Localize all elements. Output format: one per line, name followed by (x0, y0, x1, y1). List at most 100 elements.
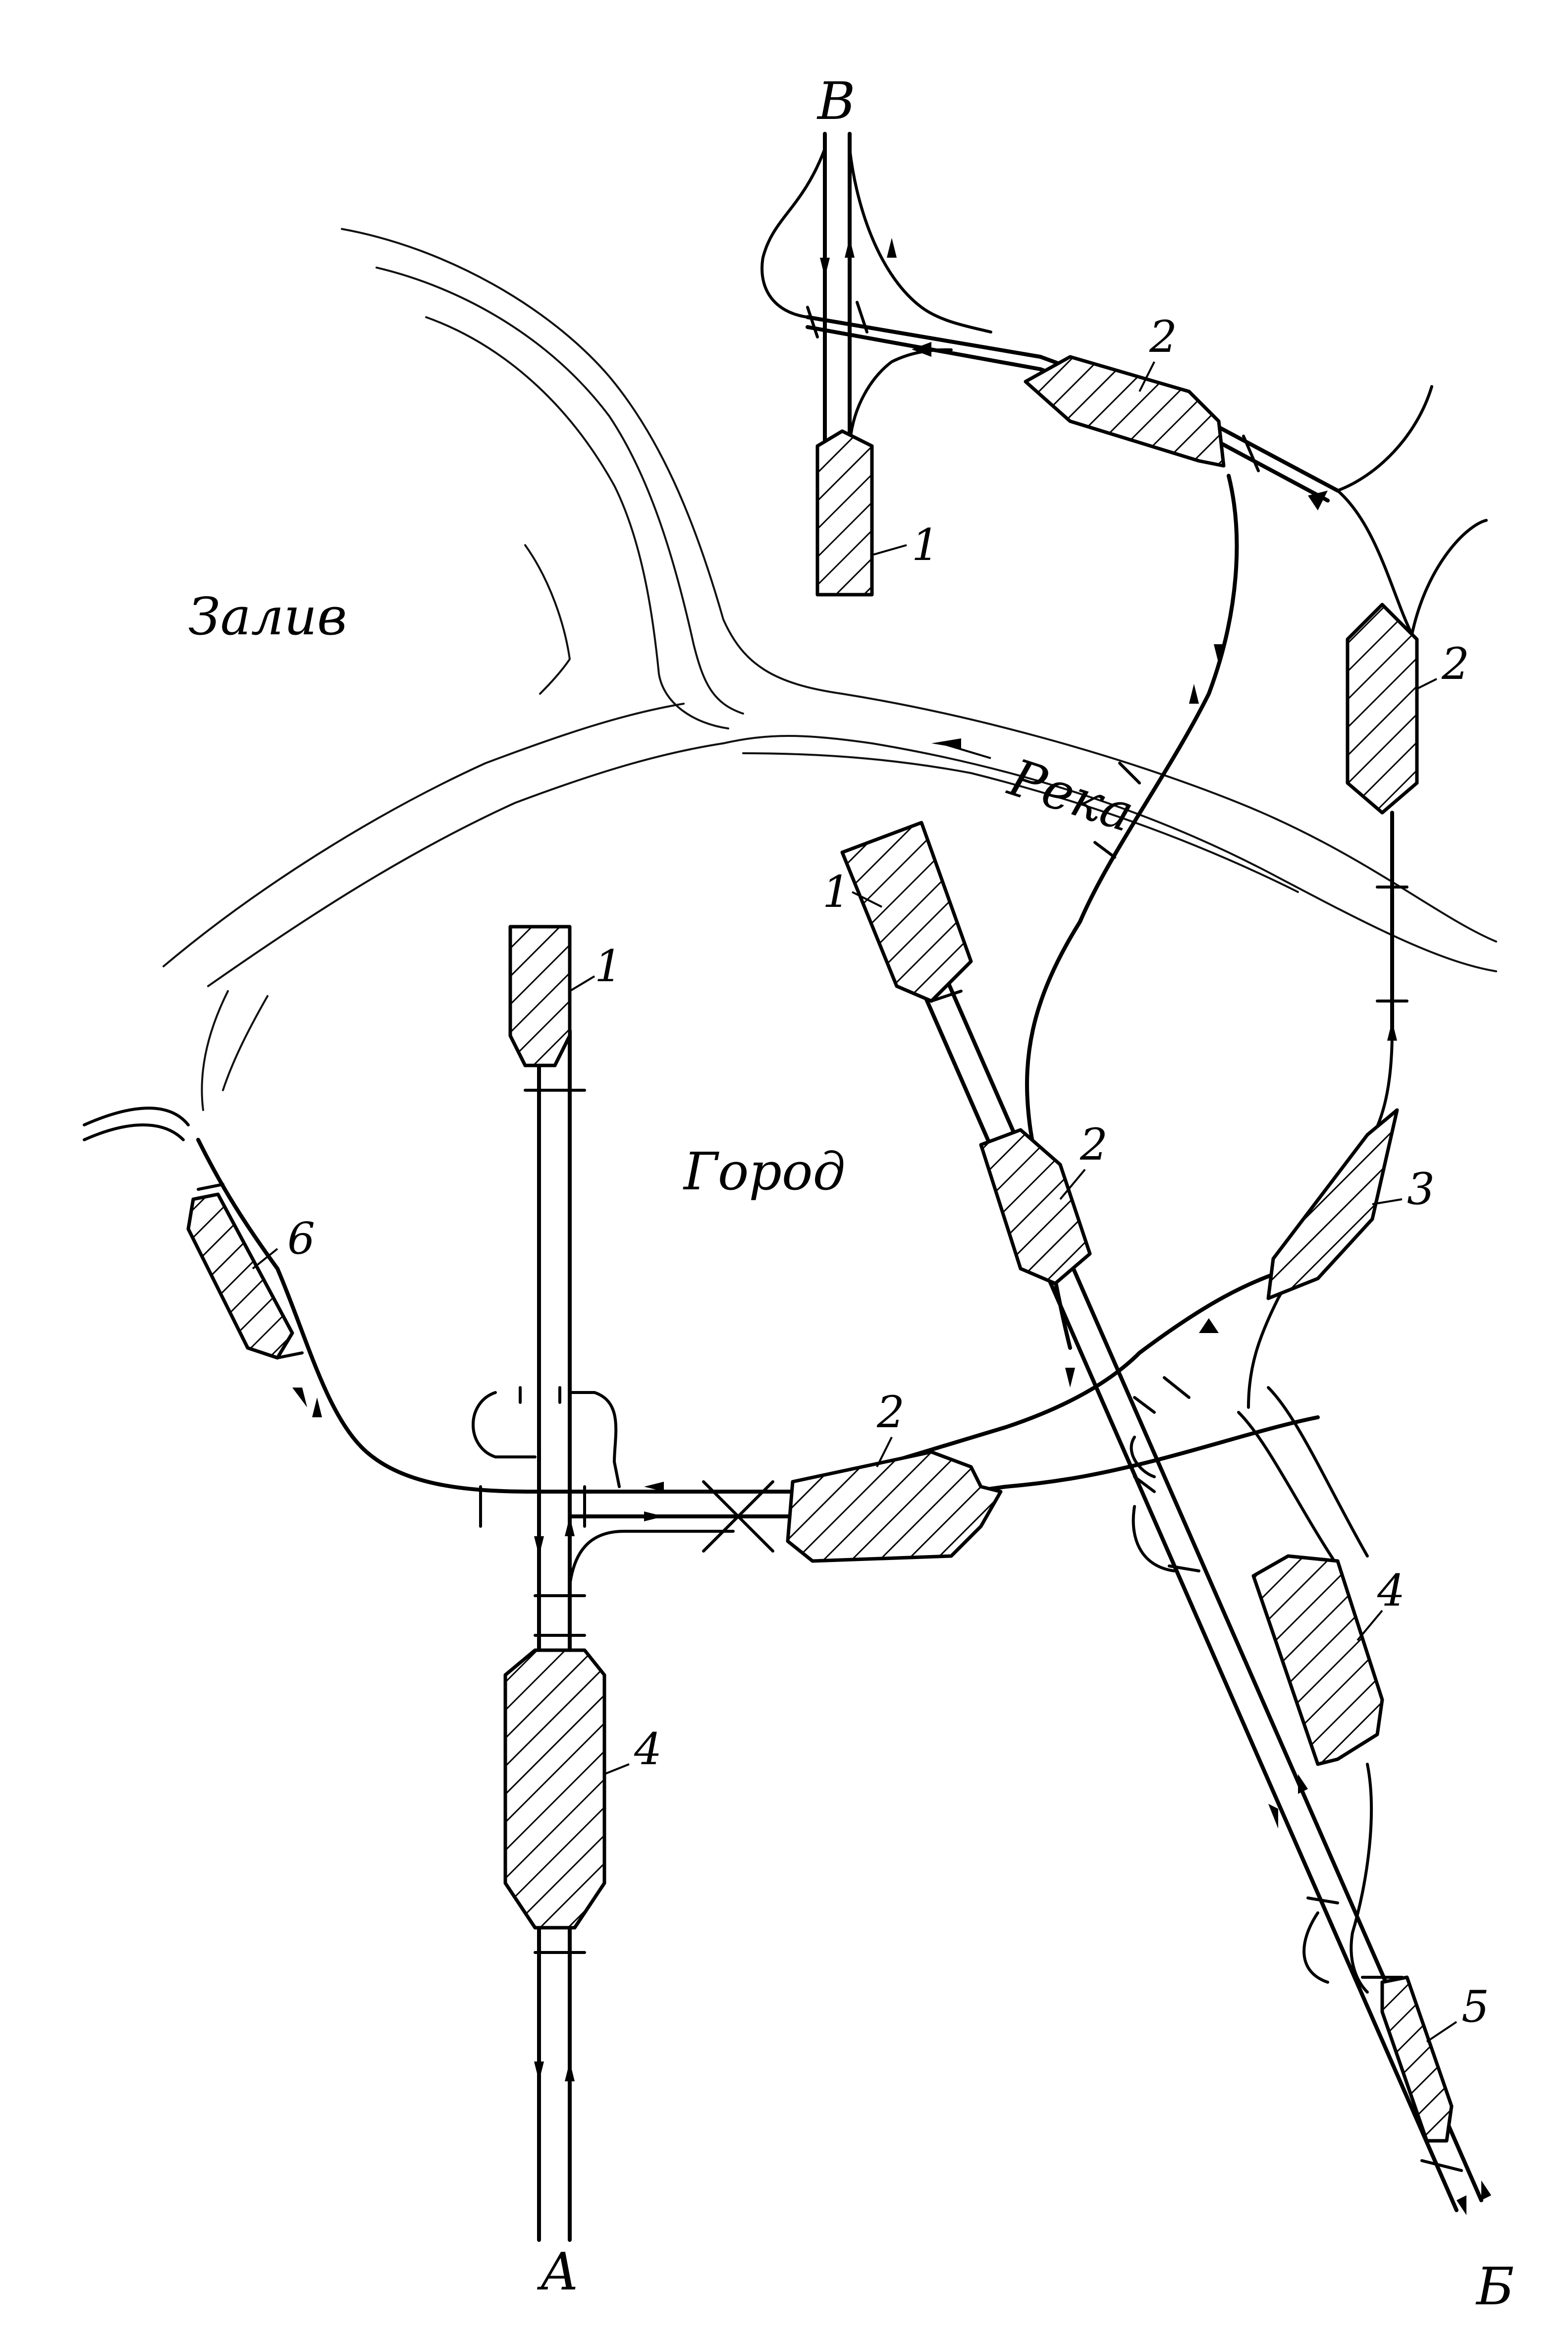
station-label-2-north-right: 2 (1441, 638, 1469, 689)
endpoint-v: В (816, 71, 855, 131)
tick (276, 1351, 304, 1359)
city-crossing-upper (533, 1262, 1310, 1494)
station-label-3: 3 (1407, 1164, 1435, 1215)
station-label-2-diagonal: 2 (1080, 1119, 1108, 1170)
endpoint-b: Б (1475, 2256, 1514, 2317)
tick (197, 1183, 224, 1191)
rail-lines (83, 132, 1488, 2242)
east-loop-s5 (1302, 1911, 1329, 1984)
arrow-left-icon (912, 342, 931, 357)
bay-shore-top (341, 228, 1497, 943)
west-loop (196, 1138, 537, 1494)
station-1-north (815, 429, 874, 597)
east-short-loop (1132, 1505, 1176, 1572)
station-label-6: 6 (287, 1213, 315, 1264)
bay-shore-lower (162, 703, 685, 967)
station-label-4-right: 4 (1377, 1565, 1405, 1616)
arrow-up-icon (1298, 1774, 1308, 1794)
diagonal-main-right (885, 840, 1483, 2202)
endpoint-a: А (537, 2241, 579, 2302)
arrow-up-icon (1387, 1021, 1397, 1041)
station-label-1-diagonal: 1 (822, 866, 850, 917)
label-city: Город (683, 1141, 846, 1202)
leader (876, 1437, 893, 1467)
station-label-2-north-left: 2 (1149, 311, 1177, 362)
diagonal-main-left (860, 850, 1459, 2212)
bay-west-shore-2 (222, 995, 269, 1091)
tick (1306, 1896, 1339, 1904)
leader (1426, 2021, 1458, 2043)
east-short-loop-2 (1130, 1436, 1156, 1478)
arrow-up-icon (1481, 2180, 1491, 2200)
bay-west-shore (201, 990, 229, 1111)
east-junction-1 (1247, 1158, 1359, 1409)
station-4-right (1251, 1554, 1384, 1766)
city-loop-south (568, 1530, 735, 1587)
tick (1168, 1564, 1200, 1572)
arrow-up-icon (565, 2062, 575, 2081)
bay-inlet (524, 544, 571, 695)
arrow-down-icon (820, 258, 830, 278)
tick (1163, 1376, 1190, 1399)
east-branch (1336, 489, 1413, 636)
east-hook-2 (1410, 519, 1488, 636)
station-2-center (786, 1450, 1003, 1563)
river-south-bank-2 (742, 752, 1299, 893)
station-label-4-center: 4 (634, 1724, 662, 1775)
city-crossing-lower (568, 1415, 1320, 1518)
river-and-bay (162, 228, 1497, 1111)
arrow-down-icon (534, 2062, 544, 2081)
tick (806, 306, 819, 338)
river-flow-arrow-line (941, 742, 991, 759)
leader (252, 1248, 278, 1270)
label-leaders (252, 361, 1458, 2043)
station-2-diagonal (979, 1128, 1092, 1285)
direction-arrows (292, 238, 1491, 2215)
tick (1133, 1396, 1156, 1414)
arrow-left-icon (644, 1482, 664, 1492)
city-loop-north (472, 1391, 537, 1458)
east-hook (1336, 385, 1433, 492)
leader (1372, 1198, 1403, 1205)
station-2-north-left (1024, 355, 1226, 468)
arrow-down-icon (1268, 1804, 1278, 1829)
arrow-up-icon (312, 1397, 322, 1417)
station-label-1-north: 1 (912, 519, 939, 570)
arrow-down-icon (534, 1536, 544, 1556)
bay-shore-inner (425, 316, 729, 729)
tick (1420, 2159, 1463, 2172)
west-approach-2 (83, 1123, 185, 1141)
arrow-right-icon (1308, 491, 1328, 510)
track-ticks (197, 301, 1463, 2172)
tick (1118, 762, 1141, 784)
bay-shore-top-2 (376, 267, 744, 715)
tick (1242, 435, 1260, 472)
station-4-center (503, 1648, 606, 1930)
leader (1416, 678, 1437, 690)
leader (852, 891, 882, 908)
station-labels: 1 2 2 1 1 2 3 6 2 4 4 5 (287, 311, 1489, 2032)
arrow-up-icon (887, 238, 897, 258)
east-junction-3 (1237, 1411, 1339, 1567)
north-spur-to-s1 (848, 348, 953, 447)
endpoint-labels: В А Б (537, 71, 1514, 2317)
east-junction-2 (1267, 1386, 1369, 1558)
station-1-diagonal (840, 821, 973, 1003)
leader (569, 975, 595, 992)
station-label-5: 5 (1461, 1981, 1489, 2032)
bay-shore-lower-2 (207, 742, 724, 987)
tick (930, 990, 963, 1003)
west-approach (83, 1107, 190, 1126)
arrow-left-icon (931, 738, 961, 748)
leader (1356, 1610, 1383, 1641)
station-3 (1266, 1108, 1399, 1300)
label-bay: Залив (188, 586, 347, 647)
leader (871, 544, 907, 556)
tick (702, 1480, 774, 1553)
station-label-1-center: 1 (595, 941, 622, 992)
tick (1133, 1475, 1156, 1493)
station-2-north-right (1346, 603, 1419, 815)
station-6 (186, 1192, 294, 1360)
tick (856, 301, 868, 334)
